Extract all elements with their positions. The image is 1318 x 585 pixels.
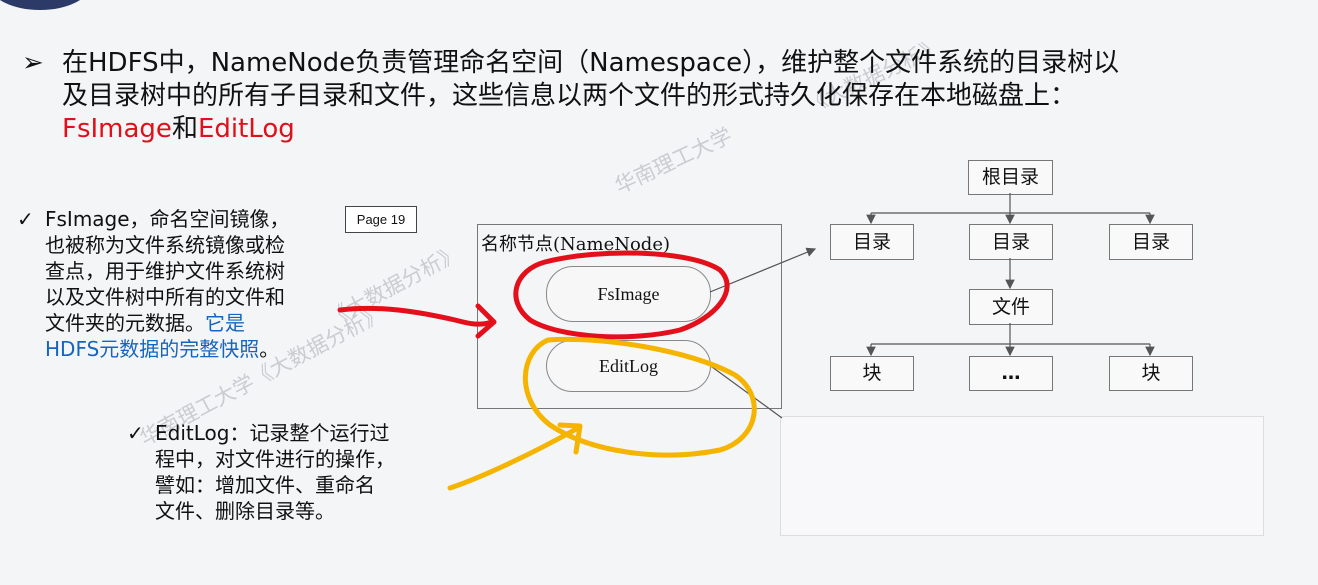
yellow-annotation	[447, 336, 757, 491]
fsimage-note-line: 以及文件树中所有的文件和	[45, 285, 285, 309]
tree-root: 根目录	[968, 160, 1053, 195]
fsimage-term: FsImage	[62, 114, 172, 144]
main-line-1: 在HDFS中，NameNode负责管理命名空间（Namespace），维护整个文…	[62, 48, 1120, 78]
main-bullet-marker: ➢	[22, 48, 44, 78]
tree-dir: 目录	[969, 224, 1053, 260]
editlog-note-line: 文件、删除目录等。	[155, 499, 335, 523]
and-text: 和	[171, 114, 198, 144]
fsimage-note-line: 查点，用于维护文件系统树	[45, 259, 285, 283]
fsimage-note-line: 文件夹的元数据。它是	[45, 310, 345, 336]
editlog-note-line: EditLog：记录整个运行过	[155, 421, 390, 445]
check-icon: ✓	[127, 421, 144, 445]
editlog-note-line: 程中，对文件进行的操作，	[155, 447, 395, 471]
main-line-3: FsImage和EditLog	[62, 113, 1292, 146]
corner-logo	[0, 0, 90, 10]
editlog-note-line: 譬如：增加文件、重命名	[155, 473, 375, 497]
fsimage-note-line: FsImage，命名空间镜像，	[45, 207, 290, 231]
main-statement: 在HDFS中，NameNode负责管理命名空间（Namespace），维护整个文…	[62, 47, 1292, 146]
tree-ellipsis: …	[969, 356, 1053, 391]
page-number-badge: Page 19	[345, 206, 417, 233]
fsimage-pill: FsImage	[546, 266, 711, 322]
blank-panel	[780, 416, 1264, 536]
tree-block: 块	[830, 356, 914, 391]
fsimage-note-highlight: 它是	[205, 311, 245, 335]
tree-connectors	[707, 193, 1155, 419]
editlog-term: EditLog	[197, 114, 295, 144]
fsimage-note-text: 文件夹的元数据。	[45, 311, 205, 335]
editlog-pill: EditLog	[546, 340, 711, 392]
tree-dir: 目录	[1109, 224, 1193, 260]
fsimage-note: ✓ FsImage，命名空间镜像， 也被称为文件系统镜像或检 查点，用于维护文件…	[17, 206, 345, 362]
fsimage-note-highlight: HDFS元数据的完整快照	[45, 337, 260, 361]
main-line-2: 及目录树中的所有子目录和文件，这些信息以两个文件的形式持久化保存在本地磁盘上：	[62, 81, 1077, 111]
tree-block: 块	[1109, 356, 1193, 391]
red-annotation	[337, 250, 730, 340]
editlog-note: ✓ EditLog：记录整个运行过 程中，对文件进行的操作， 譬如：增加文件、重…	[127, 420, 455, 524]
fsimage-note-text: 。	[259, 337, 280, 361]
tree-file: 文件	[969, 289, 1053, 325]
fsimage-note-line: 也被称为文件系统镜像或检	[45, 233, 285, 257]
fsimage-note-line: HDFS元数据的完整快照。	[45, 336, 345, 362]
namenode-title: 名称节点(NameNode)	[481, 234, 671, 255]
namenode-box	[477, 224, 782, 409]
check-icon: ✓	[17, 207, 34, 231]
tree-dir: 目录	[830, 224, 914, 260]
